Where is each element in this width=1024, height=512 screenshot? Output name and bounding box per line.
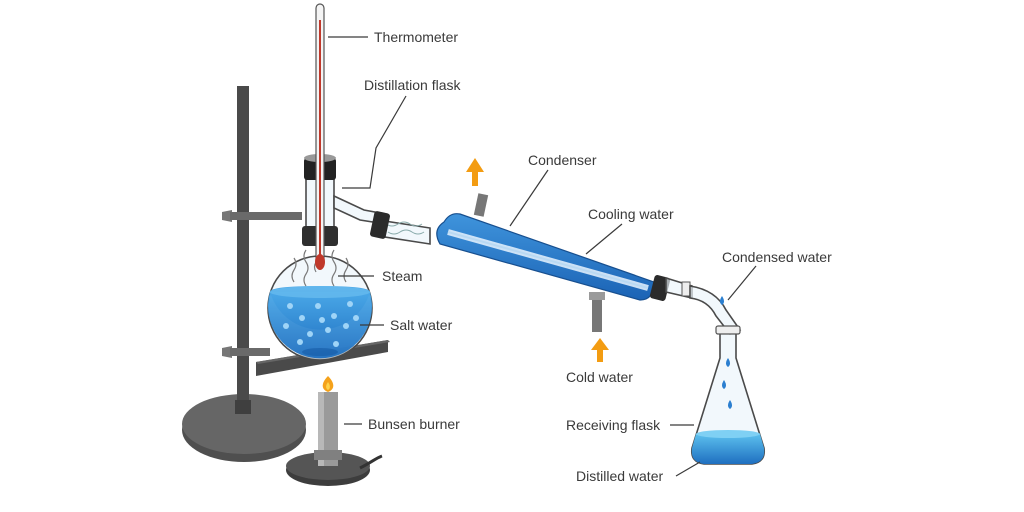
gas-hose [359, 454, 383, 470]
stand-rod [237, 86, 249, 410]
bubbles [283, 301, 359, 347]
distilled-water [691, 434, 765, 464]
receiving-flask [690, 296, 766, 465]
leader-lines [328, 36, 757, 477]
labels: Thermometer Distillation flask Condenser… [364, 29, 832, 484]
inflow-arrow [591, 338, 609, 362]
distillation-flask [267, 154, 387, 361]
upper-clamp [222, 210, 232, 222]
label-cooling-water: Cooling water [588, 206, 674, 222]
label-thermometer: Thermometer [374, 29, 458, 45]
label-cold-water: Cold water [566, 369, 633, 385]
bunsen-burner [286, 376, 383, 486]
water-flow-arrows [466, 158, 609, 362]
retort-stand [182, 86, 306, 462]
thermometer [315, 3, 325, 270]
label-steam: Steam [382, 268, 422, 284]
label-distilled-water: Distilled water [576, 468, 663, 484]
label-distillation-flask: Distillation flask [364, 77, 461, 93]
label-bunsen-burner: Bunsen burner [368, 416, 460, 432]
label-condenser: Condenser [528, 152, 597, 168]
lower-clamp [222, 346, 232, 358]
condenser [370, 193, 742, 335]
outflow-arrow [466, 158, 484, 186]
label-salt-water: Salt water [390, 317, 453, 333]
label-condensed-water: Condensed water [722, 249, 832, 265]
label-receiving-flask: Receiving flask [566, 417, 661, 433]
water-drops [720, 296, 732, 409]
